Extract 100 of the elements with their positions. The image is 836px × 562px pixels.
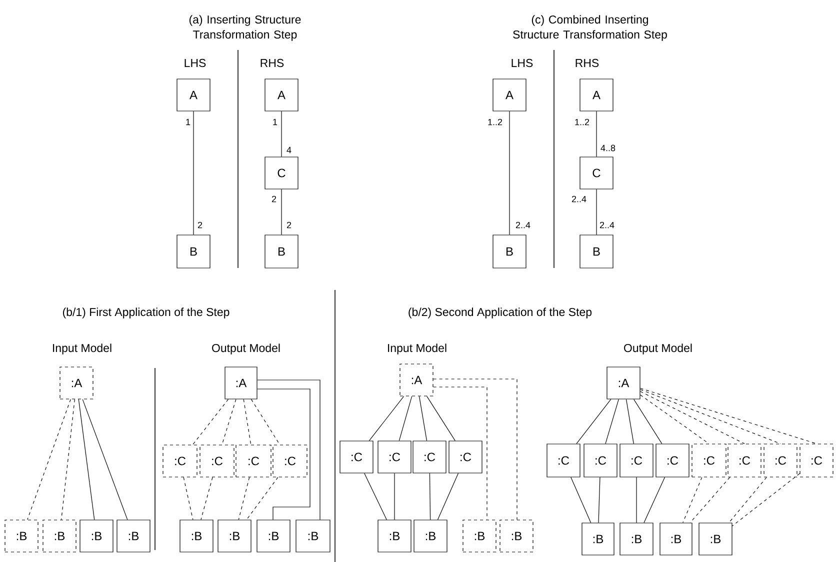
- multiplicity-label: 4..8: [600, 144, 616, 152]
- association-line: [429, 473, 431, 520]
- object-box: :B: [582, 522, 614, 556]
- column-heading: Output Model: [624, 344, 692, 354]
- object-box: :C: [378, 440, 412, 474]
- association-line: [222, 399, 236, 445]
- object-box: :B: [620, 522, 654, 556]
- object-box: :B: [180, 520, 214, 552]
- multiplicity-label: 2: [198, 222, 202, 228]
- association-line: [78, 399, 95, 520]
- association-line: [433, 386, 488, 520]
- column-heading: LHS: [512, 58, 533, 68]
- association-line: [82, 399, 128, 520]
- object-box: :C: [340, 440, 374, 474]
- object-box: :C: [764, 444, 798, 478]
- object-box: :C: [728, 444, 762, 478]
- class-box: A: [492, 78, 526, 112]
- object-box: :B: [698, 522, 732, 556]
- object-box: :C: [236, 444, 272, 478]
- object-box: :B: [378, 520, 412, 552]
- object-box: :C: [546, 444, 580, 478]
- association-line: [281, 111, 282, 157]
- association-line: [644, 477, 666, 523]
- class-box: C: [580, 156, 614, 190]
- multiplicity-label: 2: [272, 196, 276, 202]
- class-box: C: [264, 156, 298, 190]
- multiplicity-label: 2: [286, 222, 292, 228]
- association-line: [682, 477, 702, 523]
- association-line: [576, 399, 612, 444]
- association-line: [690, 477, 730, 523]
- class-box: A: [580, 78, 614, 112]
- object-box: :C: [200, 444, 234, 478]
- object-box: :A: [224, 366, 258, 400]
- association-line: [418, 396, 428, 441]
- object-box: :A: [400, 364, 434, 396]
- association-line: [636, 477, 637, 523]
- object-box: :B: [462, 520, 496, 552]
- association-line: [732, 473, 800, 526]
- association-line: [238, 477, 250, 520]
- class-box: A: [176, 78, 210, 112]
- association-line: [394, 473, 395, 520]
- object-box: :B: [500, 520, 534, 552]
- association-line: [281, 189, 282, 235]
- association-line: [626, 399, 634, 444]
- column-heading: RHS: [260, 58, 284, 68]
- association-line: [728, 477, 767, 523]
- association-line: [243, 399, 252, 445]
- column-heading: RHS: [576, 58, 599, 68]
- object-box: :B: [414, 520, 448, 552]
- association-line: [368, 396, 404, 441]
- object-box: :A: [60, 366, 94, 400]
- multiplicity-label: 1..2: [488, 118, 502, 126]
- object-box: :C: [656, 444, 690, 478]
- object-box: :A: [606, 366, 640, 400]
- association-line: [61, 399, 75, 520]
- association-line: [640, 394, 710, 444]
- object-box: :C: [162, 444, 198, 478]
- association-line: [596, 189, 597, 235]
- multiplicity-label: 4: [286, 146, 292, 154]
- association-line: [596, 111, 597, 157]
- association-line: [200, 477, 213, 520]
- object-box: :C: [412, 440, 446, 474]
- object-box: :B: [80, 520, 114, 552]
- multiplicity-label: 1: [273, 118, 278, 126]
- association-line: [605, 399, 619, 444]
- association-line: [398, 396, 412, 441]
- association-line: [640, 388, 817, 444]
- object-box: :B: [256, 520, 290, 552]
- object-box: :C: [692, 444, 726, 478]
- object-box: :B: [116, 520, 150, 552]
- association-line: [364, 473, 387, 520]
- object-box: :C: [584, 444, 618, 478]
- association-line: [437, 473, 459, 520]
- object-box: :C: [272, 444, 308, 478]
- association-line: [257, 388, 310, 520]
- multiplicity-label: 1..2: [575, 118, 590, 126]
- association-line: [246, 477, 278, 520]
- association-line: [27, 399, 71, 520]
- association-line: [640, 391, 745, 444]
- object-box: :B: [218, 520, 252, 552]
- column-heading: LHS: [184, 58, 206, 68]
- association-line: [183, 477, 194, 520]
- object-box: :B: [296, 520, 330, 552]
- association-line: [598, 477, 600, 523]
- association-line: [257, 380, 320, 520]
- panel-title: (a) Inserting Structure Transformation Step: [189, 15, 301, 41]
- column-heading: Input Model: [53, 344, 112, 354]
- class-box: B: [492, 234, 526, 268]
- column-heading: Output Model: [212, 344, 280, 354]
- association-line: [192, 399, 229, 445]
- multiplicity-label: 2..4: [516, 222, 530, 228]
- multiplicity-label: 2..4: [572, 196, 586, 202]
- multiplicity-label: 1: [186, 118, 190, 126]
- object-box: :B: [4, 520, 38, 552]
- class-box: B: [264, 234, 298, 268]
- association-line: [634, 399, 662, 444]
- association-line: [433, 378, 518, 520]
- association-line: [250, 399, 280, 445]
- object-box: :C: [448, 440, 482, 474]
- association-line: [640, 389, 781, 444]
